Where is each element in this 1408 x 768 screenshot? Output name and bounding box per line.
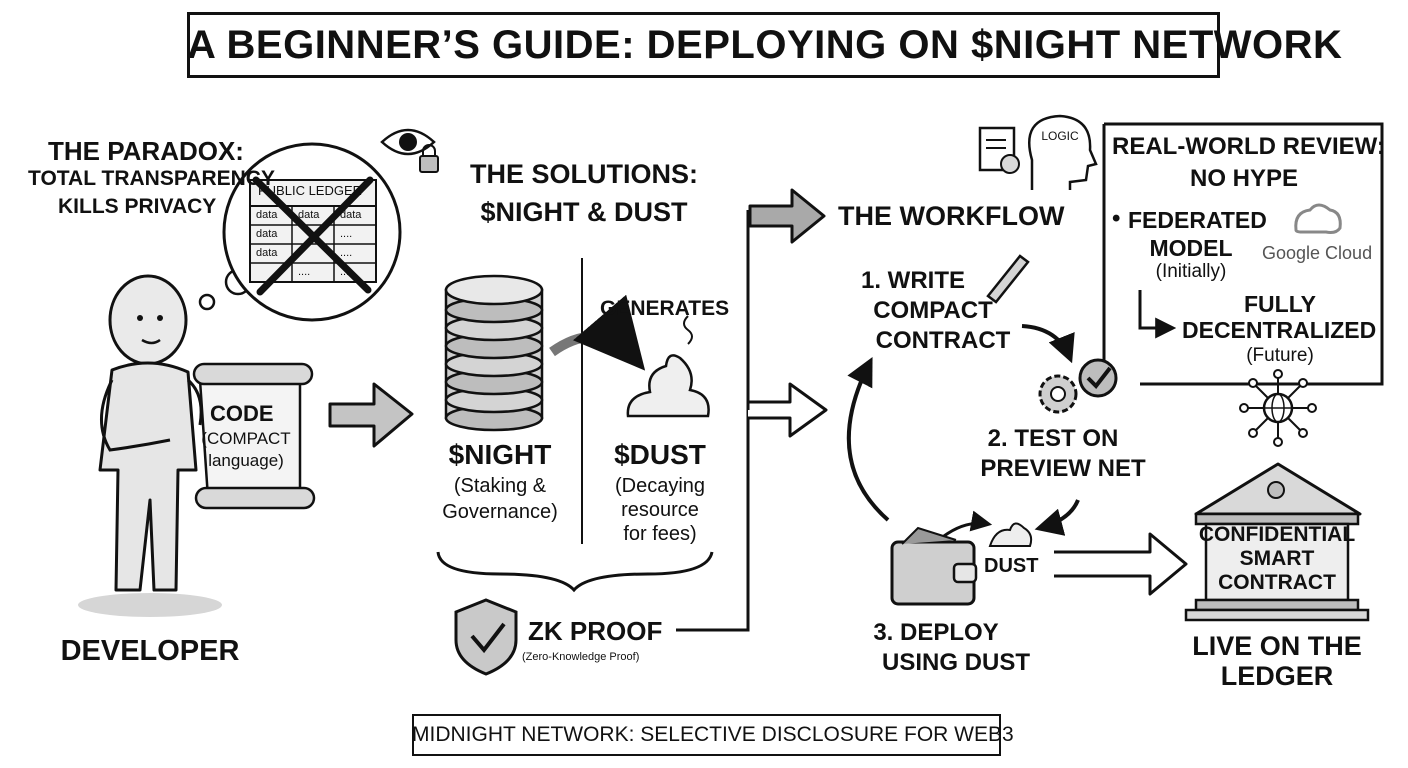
dust-desc-2: resource — [621, 499, 699, 521]
step3-line-2: USING DUST — [881, 649, 1030, 676]
ledger-title: PUBLIC LEDGER — [258, 183, 363, 198]
dust-label: $DUST — [614, 439, 706, 470]
ledger-cell: .... — [340, 247, 353, 259]
scroll-line-2: (COMPACT — [201, 429, 291, 448]
google-cloud-label: Google Cloud — [1262, 243, 1373, 263]
night-desc-2: Governance) — [442, 501, 558, 523]
contract-building-icon — [1184, 462, 1370, 622]
generates-label: GENERATES — [600, 297, 730, 320]
small-dust-icon — [988, 522, 1033, 547]
review-bullet: • — [1112, 205, 1121, 232]
pen-icon — [986, 254, 1030, 304]
document-check-icon — [978, 126, 1020, 174]
developer-label: DEVELOPER — [60, 635, 240, 667]
scroll-line-1: CODE — [210, 401, 274, 426]
step1-line-2: COMPACT — [873, 297, 993, 324]
review-heading-2: NO HYPE — [1189, 165, 1299, 192]
night-coin-stack — [444, 274, 544, 432]
contract-line-3: CONTRACT — [1218, 571, 1336, 594]
paradox-line-2: KILLS PRIVACY — [58, 195, 217, 218]
step2-line-2: PREVIEW NET — [980, 455, 1146, 482]
paradox-line-1: TOTAL TRANSPARENCY — [28, 167, 275, 190]
network-globe-icon — [1239, 369, 1317, 447]
zk-proof-desc: (Zero-Knowledge Proof) — [522, 651, 640, 663]
step3-to-step1-arrow — [846, 357, 890, 522]
step1-line-1: 1. WRITE — [860, 267, 965, 294]
federated-line-3: (Initially) — [1155, 261, 1227, 282]
page-title: A BEGINNER’S GUIDE: DEPLOYING ON $NIGHT … — [187, 23, 1343, 67]
zk-proof-label: ZK PROOF — [528, 616, 663, 646]
paradox-heading: THE PARADOX: — [48, 136, 244, 166]
scroll-line-3: language) — [208, 451, 284, 470]
logic-badge: LOGIC — [1041, 129, 1079, 143]
dust-pile-icon — [626, 315, 710, 418]
workflow-dust-label: DUST — [984, 555, 1039, 577]
step1-line-3: CONTRACT — [875, 327, 1011, 354]
step2-to-step3-arrow — [1034, 499, 1080, 536]
ledger-cell: data — [298, 209, 320, 221]
generates-arrow — [549, 294, 646, 371]
ledger-cell: data — [256, 209, 278, 221]
title-box — [187, 12, 1220, 78]
tokens-brace — [436, 551, 714, 593]
dust-desc-3: for fees) — [623, 523, 697, 545]
decentralized-line-3: (Future) — [1246, 345, 1314, 366]
live-line-2: LEDGER — [1220, 661, 1334, 691]
night-desc-1: (Staking & — [453, 475, 547, 497]
decentralized-line-2: DECENTRALIZED — [1182, 317, 1377, 343]
night-label: $NIGHT — [448, 439, 552, 470]
dust-desc-1: (Decaying — [614, 475, 706, 497]
zk-shield-icon — [454, 598, 518, 676]
federated-line-2: MODEL — [1149, 235, 1233, 261]
solutions-heading-2: $NIGHT & DUST — [480, 197, 688, 227]
review-heading-1: REAL-WORLD REVIEW: — [1112, 133, 1385, 160]
footer-box — [412, 714, 1001, 756]
contract-line-2: SMART — [1239, 547, 1315, 570]
google-cloud-icon — [1294, 203, 1342, 234]
block-arrow-to-workflow — [748, 188, 826, 244]
review-box — [1104, 122, 1384, 386]
ledger-cell: data — [256, 247, 278, 259]
decentralized-line-1: FULLY — [1244, 291, 1316, 317]
workflow-heading: THE WORKFLOW — [838, 201, 1065, 231]
eye-lock-icon — [380, 128, 439, 173]
ledger-cell: data — [340, 209, 362, 221]
solutions-heading-1: THE SOLUTIONS: — [470, 159, 698, 189]
wallet-to-dust-arrow — [943, 510, 993, 538]
ledger-cell: .... — [298, 266, 311, 278]
footer-caption: MIDNIGHT NETWORK: SELECTIVE DISCLOSURE F… — [412, 723, 1014, 746]
step2-line-1: 2. TEST ON — [987, 425, 1119, 452]
block-arrow-to-solutions — [328, 382, 414, 448]
wallet-icon — [890, 526, 978, 606]
step3-line-1: 3. DEPLOY — [873, 619, 999, 646]
contract-line-1: CONFIDENTIAL — [1198, 523, 1356, 546]
public-ledger-table — [249, 176, 377, 296]
solutions-arrow-into-workflow — [748, 382, 828, 438]
federated-line-1: FEDERATED — [1128, 207, 1267, 233]
step1-to-step2-arrow — [1021, 324, 1075, 364]
logic-head-icon — [1027, 114, 1098, 190]
ledger-cell: .... — [340, 228, 353, 240]
ledger-cell: data — [256, 228, 278, 240]
ledger-cell: .... — [340, 266, 353, 278]
gear-check-icon — [1038, 358, 1118, 414]
live-line-1: LIVE ON THE — [1192, 631, 1362, 661]
federated-to-decentralized-arrow — [1138, 290, 1177, 339]
developer-figure — [78, 274, 222, 617]
code-scroll — [192, 362, 316, 510]
deploy-arrow — [1054, 532, 1188, 596]
